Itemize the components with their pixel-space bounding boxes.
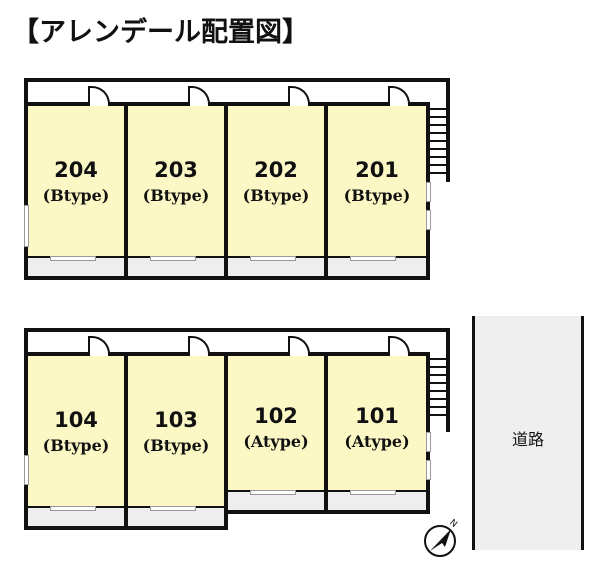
unit-204[interactable]: 204 (Btype) xyxy=(24,102,128,260)
unit-number: 202 xyxy=(254,158,298,182)
unit-type: (Btype) xyxy=(343,186,411,205)
balcony-203 xyxy=(124,258,228,280)
unit-number: 104 xyxy=(54,408,98,432)
window xyxy=(350,490,396,495)
stairs-2f xyxy=(426,108,446,180)
unit-number: 204 xyxy=(54,158,98,182)
unit-type: (Atype) xyxy=(344,432,410,451)
window xyxy=(250,490,296,495)
north-arrow-icon: N xyxy=(420,515,464,559)
unit-202[interactable]: 202 (Btype) xyxy=(224,102,328,260)
stair-frame-1f xyxy=(426,328,450,432)
page-title: 【アレンデール配置図】 xyxy=(12,17,309,48)
balcony-104 xyxy=(24,508,128,530)
svg-text:N: N xyxy=(447,518,459,530)
unit-number: 101 xyxy=(355,404,399,428)
balcony-102 xyxy=(224,492,328,514)
balcony-204 xyxy=(24,258,128,280)
unit-type: (Btype) xyxy=(142,436,210,455)
unit-203[interactable]: 203 (Btype) xyxy=(124,102,228,260)
unit-type: (Btype) xyxy=(42,436,110,455)
unit-103[interactable]: 103 (Btype) xyxy=(124,352,228,510)
window xyxy=(50,506,96,511)
side-window xyxy=(426,460,431,480)
side-window xyxy=(24,455,29,485)
stair-frame-2f xyxy=(426,78,450,182)
unit-number: 102 xyxy=(254,404,298,428)
side-window xyxy=(426,432,431,452)
unit-number: 201 xyxy=(355,158,399,182)
window xyxy=(150,506,196,511)
window xyxy=(250,256,296,261)
unit-type: (Btype) xyxy=(142,186,210,205)
unit-201[interactable]: 201 (Btype) xyxy=(324,102,430,260)
balcony-101 xyxy=(324,492,430,514)
side-window xyxy=(24,205,29,247)
unit-104[interactable]: 104 (Btype) xyxy=(24,352,128,510)
balcony-103 xyxy=(124,508,228,530)
unit-type: (Btype) xyxy=(42,186,110,205)
unit-102[interactable]: 102 (Atype) xyxy=(224,352,328,494)
unit-101[interactable]: 101 (Atype) xyxy=(324,352,430,494)
road-label: 道路 xyxy=(511,430,544,449)
unit-type: (Atype) xyxy=(243,432,309,451)
balcony-201 xyxy=(324,258,430,280)
side-window xyxy=(426,210,431,230)
window xyxy=(50,256,96,261)
balcony-202 xyxy=(224,258,328,280)
unit-number: 103 xyxy=(154,408,198,432)
unit-number: 203 xyxy=(154,158,198,182)
road: 道路 xyxy=(472,316,584,550)
window xyxy=(150,256,196,261)
window xyxy=(350,256,396,261)
stairs-1f xyxy=(426,358,446,422)
unit-type: (Btype) xyxy=(242,186,310,205)
side-window xyxy=(426,182,431,202)
